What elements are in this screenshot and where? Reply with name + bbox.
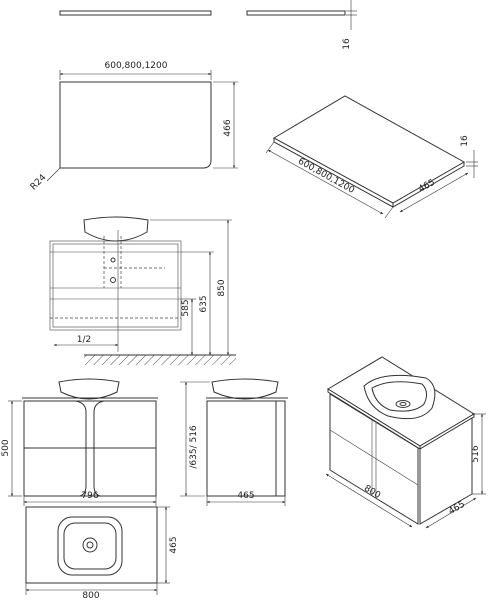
installation-mid-label: 635 [199,295,209,312]
cabinet-front-width-label: 796 [81,491,98,501]
cabinet-top-view: 465 800 [25,506,179,600]
cabinet-side-view: /635/ 516 465 [180,378,288,506]
countertop-width-label: 600,800,1200 [105,61,168,71]
countertop-iso-thickness-label: 16 [460,135,470,147]
cabinet-top-width-label: 800 [82,591,99,600]
cabinet-front-height-label: 500 [1,439,11,456]
top-plate-elevation-left [59,10,212,16]
cabinet-front-view: 500 796 [1,378,158,506]
countertop-radius-label: R24 [29,173,49,193]
installation-height-label: 850 [217,279,227,296]
top-plate-thickness-label: 16 [342,38,352,50]
cabinet-isometric-view: 516 800 465 [325,356,486,529]
top-plate-elevation-right: 16 [246,0,357,50]
countertop-isometric-view: 600,800,1200 465 16 [265,95,478,219]
cabinet-side-depth-label: 465 [237,491,254,501]
cabinet-top-depth-label: 465 [169,536,179,553]
cabinet-side-height-label: /635/ 516 [189,425,199,469]
installation-center-label: 1/2 [77,335,91,345]
installation-low-label: 585 [181,299,191,316]
installation-elevation: 1/2 585 635 850 [49,216,236,365]
countertop-depth-label: 466 [223,119,233,136]
cabinet-iso-height-label: 516 [471,445,481,462]
countertop-plan-view: 600,800,1200 466 R24 [29,61,238,192]
